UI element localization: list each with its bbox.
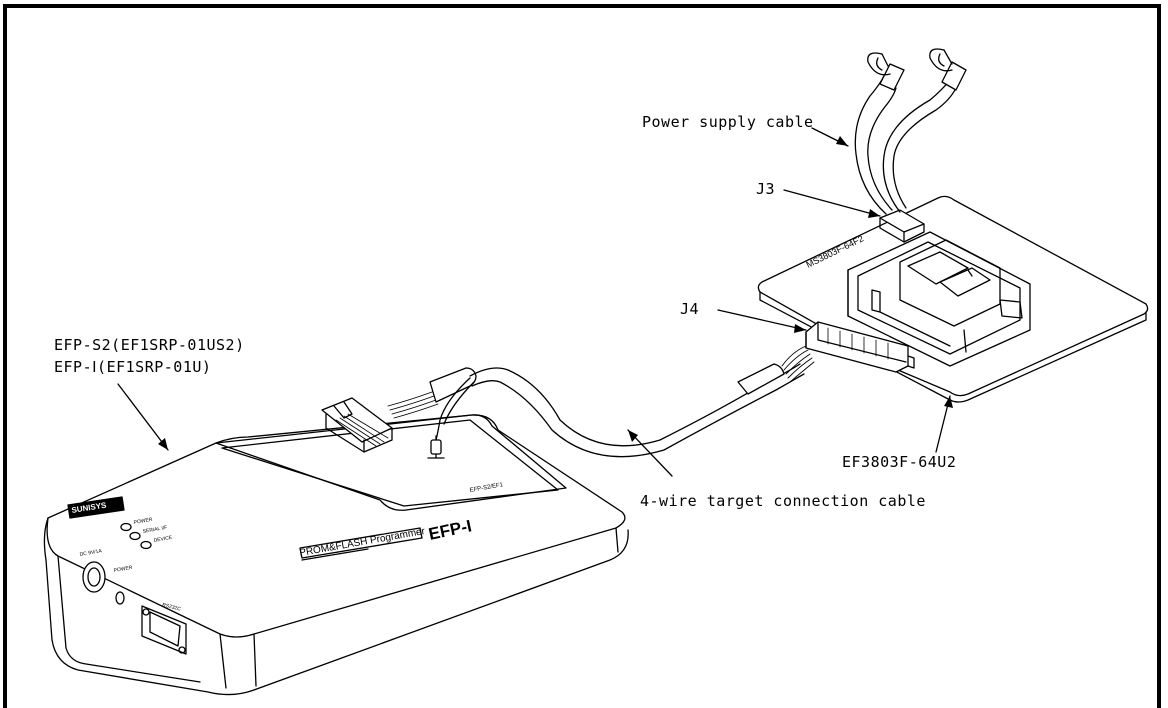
target-cable [387,345,815,458]
power-supply-cable-label: Power supply cable [642,113,814,131]
power-port-label: POWER [113,565,133,574]
rs232c-port-label: RS232C [162,602,182,612]
adapter-port-label: EFP-S2/EF1 [469,482,504,494]
target-cable-label: 4-wire target connection cable [640,492,926,510]
dc-port-label: DC 9V/1A [79,548,103,558]
target-board [757,195,1149,403]
led-serial-label: SERIAL I/F [142,525,167,535]
efp-s2-label: EFP-S2(EF1SRP-01US2) [54,336,245,354]
ef3803f-label: EF3803F-64U2 [842,453,957,471]
j3-label: J3 [756,180,776,198]
led-power-label: POWER [133,517,153,526]
led-device-label: DEVICE [153,535,173,544]
efp-i-label: EFP-Ⅰ(EF1SRP-01U) [54,358,212,376]
programmer-unit [43,397,629,696]
power-supply-cable [854,48,967,215]
j4-label: J4 [680,300,700,318]
diagram-frame [3,4,1161,708]
